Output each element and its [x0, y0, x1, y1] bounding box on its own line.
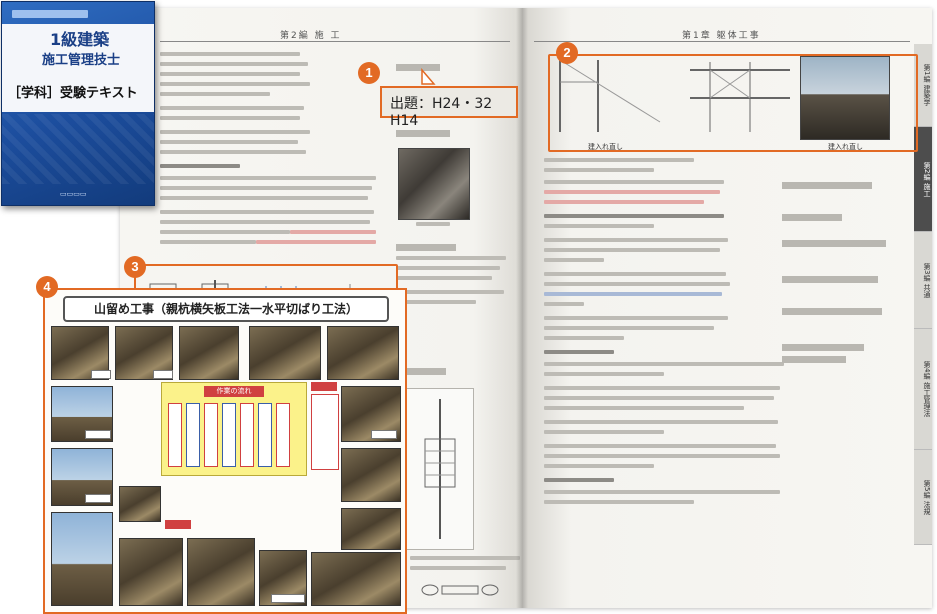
splice-drawing	[424, 399, 456, 539]
cover-title-line1: 1級建築	[50, 30, 110, 49]
flow-step	[276, 403, 290, 467]
flow-step	[204, 403, 218, 467]
poster-title: 山留め工事（親杭横矢板工法一水平切ばり工法）	[63, 296, 389, 322]
callout-box-2	[548, 54, 918, 152]
callout-badge-2: 2	[556, 42, 578, 64]
flow-note-header	[311, 382, 337, 391]
bolt-photo	[398, 148, 470, 220]
section-tabs: 第1編 建築学 第2編 施工 第3編 共通 第4編 施工管理法 第5編 法規	[914, 44, 932, 545]
exam-ref-tag	[396, 130, 450, 137]
exam-ref-tag	[782, 182, 872, 189]
cover-title-line2: 施工管理技士	[42, 53, 121, 68]
tab-section-3[interactable]: 第3編 共通	[914, 232, 932, 329]
exam-ref-tag	[782, 276, 878, 283]
flow-step	[258, 403, 272, 467]
exam-years-callout: 出題：H24・32 H14	[380, 86, 518, 129]
exam-ref-tag	[782, 214, 842, 221]
tab-section-2[interactable]: 第2編 施工	[914, 127, 932, 232]
callout-1-arrow	[421, 68, 436, 85]
right-running-head: 第1章 躯体工事	[682, 31, 761, 41]
poster-photo	[341, 508, 401, 550]
left-running-head: 第2編 施 工	[280, 31, 342, 41]
callout-badge-1: 1	[358, 62, 380, 84]
poster-photo	[51, 512, 113, 606]
poster-photo	[311, 552, 401, 606]
turnbuckle-drawing	[421, 584, 499, 596]
tab-section-5[interactable]: 第5編 法規	[914, 450, 932, 545]
exam-ref-tag	[782, 308, 882, 315]
exam-ref-tag	[396, 244, 456, 251]
poster-photo	[119, 486, 161, 522]
flow-step	[240, 403, 254, 467]
diagram-caption-right: 建入れ直し	[828, 143, 863, 151]
poster-photo	[51, 448, 113, 506]
flow-step	[222, 403, 236, 467]
exam-ref-tag	[396, 368, 446, 375]
tab-section-4[interactable]: 第4編 施工管理法	[914, 329, 932, 450]
poster-photo	[341, 448, 401, 502]
flow-step	[186, 403, 200, 467]
splice-diagram	[406, 388, 474, 550]
cover-title-band	[2, 24, 154, 112]
erection-photo	[800, 56, 890, 140]
flow-step	[168, 403, 182, 467]
left-header-rule	[160, 41, 510, 42]
photo-caption	[416, 222, 450, 226]
flow-note-box	[311, 394, 339, 470]
exam-ref-tag	[782, 240, 886, 247]
right-header-rule	[534, 41, 910, 42]
poster-photo	[119, 538, 183, 606]
cover-publisher-mark: ▭▭▭▭	[60, 190, 87, 198]
right-page: 第1章 躯体工事	[522, 8, 932, 608]
cover-series-label	[12, 10, 88, 18]
exam-years-text: 出題：H24・32 H14	[390, 96, 493, 129]
work-flow-header: 作業の流れ	[204, 386, 264, 397]
tab-section-1[interactable]: 第1編 建築学	[914, 44, 932, 127]
exam-ref-tag	[782, 344, 864, 351]
poster-photo	[249, 326, 321, 380]
poster-photo	[327, 326, 399, 380]
poster-photo	[187, 538, 255, 606]
callout-badge-3: 3	[124, 256, 146, 278]
work-flow-panel: 作業の流れ	[161, 382, 307, 476]
retaining-wall-poster: 山留め工事（親杭横矢板工法一水平切ばり工法） 作業の流れ	[43, 288, 407, 614]
book-cover: 1級建築 施工管理技士 ［学科］受験テキスト ▭▭▭▭	[1, 1, 155, 206]
book-gutter	[516, 8, 528, 608]
diagram-caption-left: 建入れ直し	[588, 143, 623, 151]
erection-drawing	[559, 59, 790, 132]
erection-diagram	[540, 52, 790, 140]
cover-title-line3: ［学科］受験テキスト	[8, 86, 138, 101]
exam-ref-tag	[396, 64, 440, 71]
callout-badge-4: 4	[36, 276, 58, 298]
flow-legend-chip	[165, 520, 191, 529]
cover-pattern	[2, 114, 154, 184]
exam-ref-tag	[782, 356, 846, 363]
poster-photo	[179, 326, 239, 380]
